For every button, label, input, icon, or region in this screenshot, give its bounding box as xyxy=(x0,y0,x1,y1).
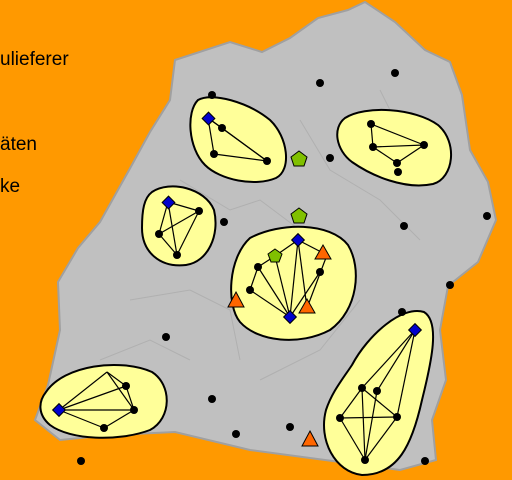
green-pentagon-icon xyxy=(290,150,308,167)
cluster-blob xyxy=(39,363,168,439)
orange-triangle-icon xyxy=(314,243,332,260)
cluster-west xyxy=(140,185,217,267)
isolated-nodes xyxy=(77,69,491,465)
orange-triangle-icon xyxy=(301,429,319,447)
legend-line-2: äten xyxy=(0,134,37,155)
cluster-north-east xyxy=(336,109,452,187)
blue-diamond-icon xyxy=(282,309,298,325)
cluster-south-west xyxy=(39,363,168,439)
cluster-south-east xyxy=(323,309,435,477)
green-pentagon-icon xyxy=(267,248,283,263)
blue-diamond-icon xyxy=(201,111,216,126)
legend-line-3: ke xyxy=(0,176,21,197)
cluster-north-west xyxy=(189,96,288,183)
cluster-blob xyxy=(336,109,452,187)
blue-diamond-icon xyxy=(407,322,423,338)
blue-diamond-icon xyxy=(161,195,176,210)
blue-diamond-icon xyxy=(290,232,306,248)
district-borders xyxy=(99,89,441,381)
green-pentagon-icon xyxy=(290,207,308,224)
blue-diamond-icon xyxy=(51,402,67,418)
legend-line-1: ulieferer xyxy=(0,49,69,70)
cluster-center xyxy=(230,225,357,341)
orange-triangle-icon xyxy=(298,297,316,314)
orange-triangle-icon xyxy=(227,290,245,308)
cluster-blob xyxy=(140,185,217,267)
